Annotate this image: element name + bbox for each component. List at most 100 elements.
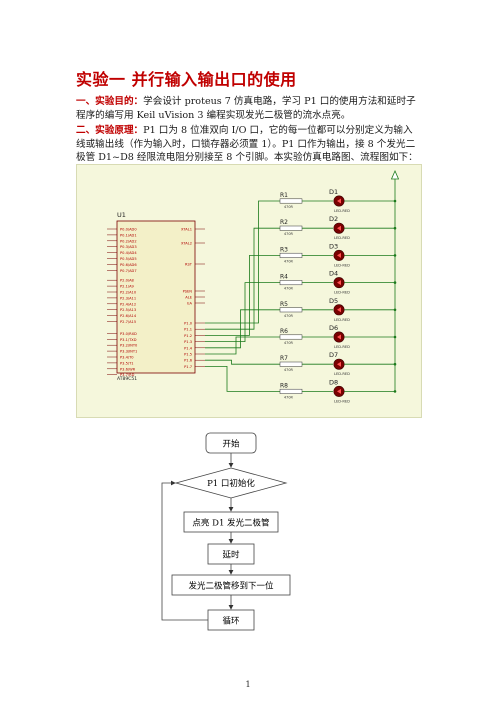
chip-pin-label: P2.2/A10 [120,291,137,295]
chip-pin-label: P3.4/T0 [120,356,134,360]
chip-pin-label: P1.3 [184,340,192,344]
resistor-value: 470R [284,395,293,399]
section-principle: 二、实验原理：P1 口为 8 位准双向 I/O 口，它的每一位都可以分别定义为输… [76,124,421,165]
p1-wire [205,309,280,349]
led-part-label: LED-RED [334,318,350,322]
resistor-value: 470R [284,287,293,291]
chip-pin-label: P0.2/AD2 [120,239,137,243]
led-arrow [337,198,341,204]
resistor-label: R5 [280,301,288,308]
page-title: 实验一 并行输入输出口的使用 [76,70,297,89]
resistor-value: 470R [284,314,293,318]
chip-pin-label: P1.2 [184,334,192,338]
flow-start-label: 开始 [222,439,240,450]
resistor-label: R1 [280,192,288,199]
flow-delay-label: 延时 [222,550,240,561]
chip-pin-label: P2.6/A14 [120,314,137,318]
resistor-label: R6 [280,328,288,335]
chip-pin-label: P0.4/AD4 [120,251,137,255]
chip-pin-label: P0.7/AD7 [120,269,137,273]
led-arrow [337,307,341,313]
p1-wire [205,359,280,365]
chip-pin-label: P3.0/RXD [120,332,137,336]
chip-pin-label: P0.5/AD5 [120,257,137,261]
chip-pin-label: XTAL1 [181,228,192,232]
flow-loop-label: 循环 [222,616,240,627]
chip-pin-label: P0.3/AD3 [120,245,137,249]
led-part-label: LED-RED [334,209,350,213]
led-arrow [337,280,341,286]
chip-pin-label: RST [185,263,193,267]
resistor-value: 470R [284,341,293,345]
led-label: D1 [329,188,338,196]
led-label: D4 [329,270,338,278]
led-label: D6 [329,324,338,332]
chip-pin-label: P0.0/AD0 [120,228,137,232]
chip-pin-label: P1.4 [184,346,193,350]
chip-part-label: AT89C51 [117,376,137,382]
chip-pin-label: P3.5/T1 [120,361,134,365]
flow-light-label: 点亮 D1 发光二极管 [192,518,269,529]
chip-pin-label: P2.5/A13 [120,308,136,312]
flow-shift-label: 发光二极管移到下一位 [188,581,274,592]
led-part-label: LED-RED [334,345,350,349]
chip-pin-label: P1.1 [184,328,192,332]
chip-pin-label: P2.1/A9 [120,285,135,289]
section-purpose-heading: 一、实验目的： [76,96,144,107]
flow-init-label: P1 口初始化 [207,478,255,489]
chip-pin-label: P0.1/AD1 [120,233,137,237]
chip-pin-label: P3.6/WR [120,367,136,371]
resistor-label: R3 [280,246,288,253]
led-label: D5 [329,297,338,305]
flow-loop-back-arrow [161,480,208,621]
led-part-label: LED-RED [334,399,350,403]
section-principle-text: P1 口为 8 位准双向 I/O 口，它的每一位都可以分别定义为输入线或输出线（… [76,125,418,163]
chip-pin-label: P1.7 [184,365,192,369]
led-part-label: LED-RED [334,291,350,295]
section-purpose: 一、实验目的：学会设计 proteus 7 仿真电路，学习 P1 口的使用方法和… [76,95,421,122]
led-label: D8 [329,378,338,386]
led-part-label: LED-RED [334,372,350,376]
page-number: 1 [245,680,251,689]
led-arrow [337,388,341,394]
resistor-label: R7 [280,355,288,362]
chip-pin-label: P2.0/A8 [120,279,135,283]
resistor-label: R2 [280,219,288,226]
led-arrow [337,225,341,231]
chip-pin-label: XTAL2 [181,242,192,246]
p1-wire [205,227,280,330]
chip-pin-label: P3.3/INT1 [120,350,137,354]
resistor-value: 470R [284,368,293,372]
led-arrow [337,252,341,258]
resistor-label: R4 [280,274,288,281]
circuit-svg: U1AT89C51P0.0/AD0P0.1/AD1P0.2/AD2P0.3/AD… [107,170,400,403]
chip-pin-label: P3.2/INT0 [120,344,138,348]
chip-pin-label: P1.6 [184,359,193,363]
p1-wire [205,255,280,336]
chip-pin-label: P2.7/A15 [120,320,136,324]
chip-body [116,220,196,374]
chip-pin-label: PSEN [183,290,193,294]
chip-pin-label: P1.0 [184,322,193,326]
resistor-value: 470R [284,232,293,236]
resistor-value: 470R [284,205,293,209]
led-label: D7 [329,351,338,359]
led-arrow [337,334,341,340]
led-label: D3 [329,242,338,250]
led-part-label: LED-RED [334,263,350,267]
resistor-label: R8 [280,382,288,389]
chip-pin-label: ALE [185,296,192,300]
p1-wire [205,365,280,392]
power-icon [390,170,400,180]
p1-wire [205,282,280,343]
chip-pin-label: P2.4/A12 [120,302,136,306]
p1-wire [205,336,280,355]
led-arrow [337,361,341,367]
chip-pin-label: P1.5 [184,353,192,357]
p1-wire [205,200,280,324]
section-principle-heading: 二、实验原理： [76,125,144,136]
chip-pin-label: P0.6/AD6 [120,263,137,267]
led-label: D2 [329,215,338,223]
